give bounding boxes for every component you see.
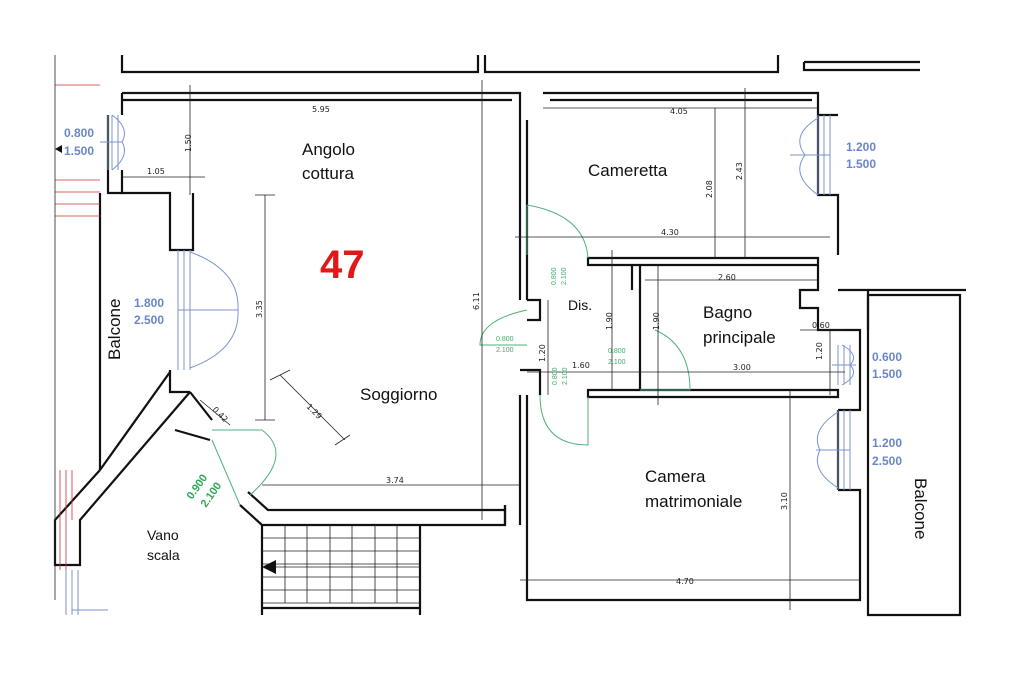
dim-470: 4.70 [676, 577, 694, 586]
left-railing [54, 55, 100, 600]
dim-042: 0.42 [211, 405, 230, 424]
dim-595: 5.95 [312, 105, 330, 114]
doors [211, 204, 691, 506]
label-angolo-line2: cottura [302, 164, 355, 183]
label-cameretta: Cameretta [588, 161, 668, 180]
label-balcone-left: Balcone [105, 299, 124, 360]
dim-160: 1.60 [572, 361, 590, 370]
win5-height: 2.500 [872, 454, 902, 468]
dim-405: 4.05 [670, 107, 688, 116]
win5-width: 1.200 [872, 436, 902, 450]
bagno-door-width: 0.800 [608, 348, 626, 355]
dim-105: 1.05 [147, 167, 165, 176]
win1-height: 1.500 [64, 144, 94, 158]
dim-300: 3.00 [733, 363, 751, 372]
win1-width: 0.800 [64, 126, 94, 140]
label-vano-line1: Vano [147, 527, 179, 543]
label-vano-line2: scala [147, 547, 180, 563]
label-angolo-line1: Angolo [302, 140, 355, 159]
dim-374: 3.74 [386, 476, 404, 485]
camera-door-height: 2.100 [562, 367, 569, 385]
camera-door-width: 0.800 [552, 367, 559, 385]
dim-310: 3.10 [780, 492, 789, 510]
dim-260: 2.60 [718, 273, 736, 282]
dim-430: 4.30 [661, 228, 679, 237]
label-dis: Dis. [568, 297, 592, 313]
win2-width: 1.200 [846, 140, 876, 154]
windows [65, 114, 856, 615]
soggiorno-door-width: 0.800 [496, 336, 514, 343]
dim-611: 6.11 [472, 292, 481, 310]
label-balcone-right: Balcone [911, 478, 930, 539]
dim-190b: 1.90 [652, 312, 661, 330]
label-soggiorno: Soggiorno [360, 385, 438, 404]
cameretta-door-height: 2.100 [561, 267, 568, 285]
unit-number: 47 [320, 243, 365, 287]
win3-width: 1.800 [134, 296, 164, 310]
dim-190a: 1.90 [605, 312, 614, 330]
stairs [260, 525, 422, 615]
dim-129: 1.29 [305, 402, 324, 421]
bagno-door-height: 2.100 [608, 359, 626, 366]
label-camera-line1: Camera [645, 467, 706, 486]
win3-height: 2.500 [134, 313, 164, 327]
window-labels: 0.800 1.500 1.200 1.500 1.800 2.500 0.60… [55, 126, 902, 468]
dim-243: 2.43 [735, 162, 744, 180]
main-walls [53, 91, 966, 617]
label-bagno-line2: principale [703, 328, 776, 347]
dim-120a: 1.20 [538, 344, 547, 362]
room-labels: Angolo cottura Cameretta Soggiorno Dis. … [105, 140, 930, 563]
win4-height: 1.500 [872, 367, 902, 381]
dimension-lines [122, 80, 860, 610]
dim-335: 3.35 [255, 300, 264, 318]
win2-height: 1.500 [846, 157, 876, 171]
label-camera-line2: matrimoniale [645, 492, 742, 511]
upper-boundary [120, 55, 920, 74]
win4-width: 0.600 [872, 350, 902, 364]
cameretta-door-width: 0.800 [551, 267, 558, 285]
dim-150: 1.50 [184, 134, 193, 152]
dim-120b: 1.20 [815, 342, 824, 360]
soggiorno-door-height: 2.100 [496, 347, 514, 354]
dim-060: 0.60 [812, 321, 830, 330]
label-bagno-line1: Bagno [703, 303, 752, 322]
dim-208: 2.08 [705, 180, 714, 198]
